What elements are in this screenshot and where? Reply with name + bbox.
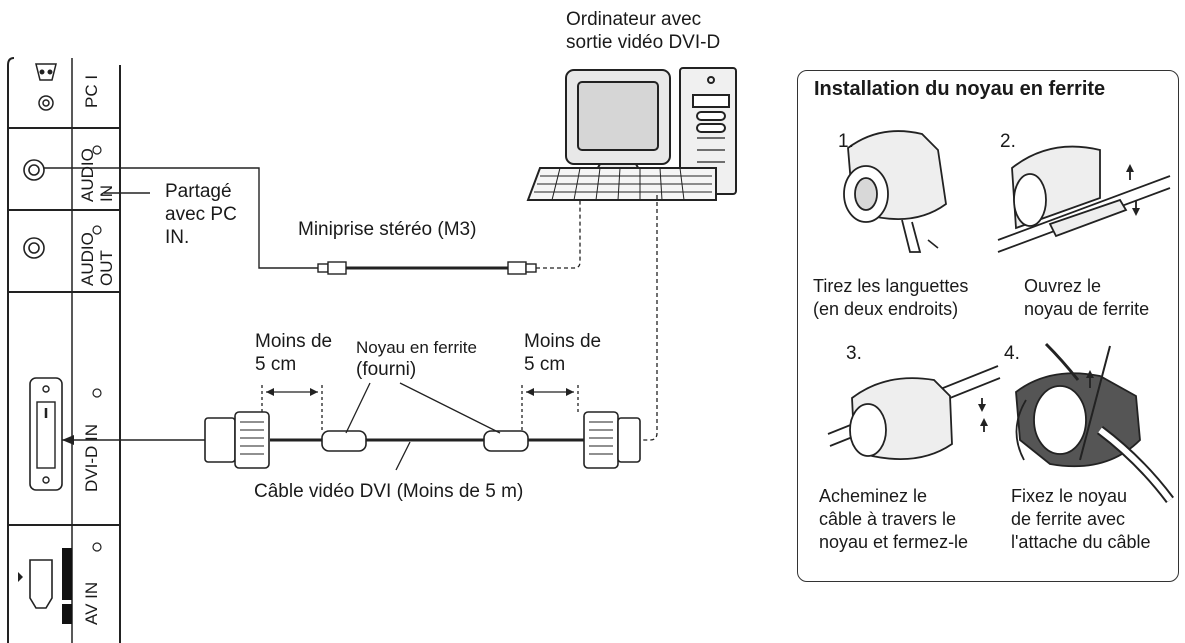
cables bbox=[44, 167, 658, 445]
computer-illustration bbox=[526, 67, 737, 201]
distance-markers bbox=[261, 385, 579, 430]
step3-number: 3. bbox=[846, 343, 862, 364]
panel-label-dvi-in: DVI-D IN bbox=[82, 424, 101, 492]
step4-illustration bbox=[1015, 342, 1174, 504]
audio-in-jack bbox=[23, 159, 45, 181]
step4-caption-line3: l'attache du câble bbox=[1011, 532, 1151, 552]
ferrite-core-right bbox=[483, 430, 529, 452]
right-distance-line1: Moins de bbox=[524, 331, 602, 352]
step4-caption: Fixez le noyau de ferrite avec l'attache… bbox=[1011, 485, 1151, 554]
computer-label: Ordinateur avec sortie vidéo DVI-D bbox=[566, 8, 720, 54]
step2-caption-line2: noyau de ferrite bbox=[1024, 299, 1150, 319]
miniplug-label: Miniprise stéréo (M3) bbox=[298, 219, 477, 240]
step1-illustration bbox=[843, 130, 947, 253]
ferrite-label: Noyau en ferrite (fourni) bbox=[356, 337, 477, 381]
panel-label-pc-in: PC I bbox=[82, 74, 101, 108]
step2-caption-line1: Ouvrez le bbox=[1024, 276, 1102, 296]
step3-caption: Acheminez le câble à travers le noyau et… bbox=[819, 485, 968, 554]
shared-label-line1: Partagé bbox=[165, 181, 232, 202]
ferrite-install-title: Installation du noyau en ferrite bbox=[814, 78, 1106, 100]
step2-illustration bbox=[997, 145, 1171, 253]
right-distance-line2: 5 cm bbox=[524, 354, 566, 375]
hdmi-logo bbox=[62, 548, 72, 624]
step4-caption-line1: Fixez le noyau bbox=[1011, 486, 1128, 506]
ferrite-core-left bbox=[321, 430, 367, 452]
step3-caption-line1: Acheminez le bbox=[819, 486, 928, 506]
panel-label-audio-in: AUDIO IN bbox=[78, 148, 116, 202]
step2-number: 2. bbox=[1000, 131, 1016, 152]
audio-in-line2: IN bbox=[97, 185, 116, 202]
shared-label: Partagé avec PC IN. bbox=[165, 180, 237, 249]
panel-label-audio-out: AUDIO OUT bbox=[78, 232, 116, 286]
left-distance-line2: 5 cm bbox=[255, 354, 297, 375]
miniplug-right bbox=[507, 261, 527, 275]
step3-caption-line3: noyau et fermez-le bbox=[819, 532, 969, 552]
step3-caption-line2: câble à travers le bbox=[819, 509, 957, 529]
dvi-plug-left bbox=[204, 411, 270, 469]
step1-number: 1. bbox=[838, 131, 854, 152]
dvi-plug-right bbox=[583, 411, 641, 469]
panel-label-av-in: AV IN bbox=[82, 581, 101, 625]
display-rear-panel bbox=[7, 57, 121, 643]
computer-label-line1: Ordinateur avec bbox=[566, 9, 702, 30]
ferrite-label-line2: (fourni) bbox=[356, 359, 417, 380]
ferrite-leader-lines bbox=[345, 382, 501, 434]
shared-label-line2: avec PC bbox=[165, 204, 237, 225]
computer-label-line2: sortie vidéo DVI-D bbox=[566, 32, 721, 53]
audio-out-line1: AUDIO bbox=[78, 232, 97, 286]
audio-out-jack bbox=[23, 237, 45, 259]
step4-caption-line2: de ferrite avec bbox=[1011, 509, 1126, 529]
step4-number: 4. bbox=[1004, 343, 1020, 364]
miniplug-left bbox=[317, 263, 329, 273]
ferrite-label-line1: Noyau en ferrite bbox=[356, 338, 477, 357]
shared-label-line3: IN. bbox=[165, 227, 190, 248]
dvi-port bbox=[29, 377, 63, 491]
step3-illustration bbox=[827, 365, 1001, 461]
step1-caption-line2: (en deux endroits) bbox=[813, 299, 959, 319]
audio-out-line2: OUT bbox=[97, 250, 116, 286]
step1-caption-line1: Tirez les languettes bbox=[813, 276, 969, 296]
left-distance-label: Moins de 5 cm bbox=[255, 330, 332, 376]
dvi-cable-label: Câble vidéo DVI (Moins de 5 m) bbox=[254, 481, 524, 502]
step2-caption: Ouvrez le noyau de ferrite bbox=[1024, 275, 1149, 321]
hdmi-port bbox=[29, 559, 53, 609]
step1-caption: Tirez les languettes (en deux endroits) bbox=[813, 275, 968, 321]
left-distance-line1: Moins de bbox=[255, 331, 333, 352]
audio-in-line1: AUDIO bbox=[78, 148, 97, 202]
ferrite-install-box: Installation du noyau en ferrite 1. 2. 3… bbox=[797, 70, 1179, 582]
right-distance-label: Moins de 5 cm bbox=[524, 330, 601, 376]
